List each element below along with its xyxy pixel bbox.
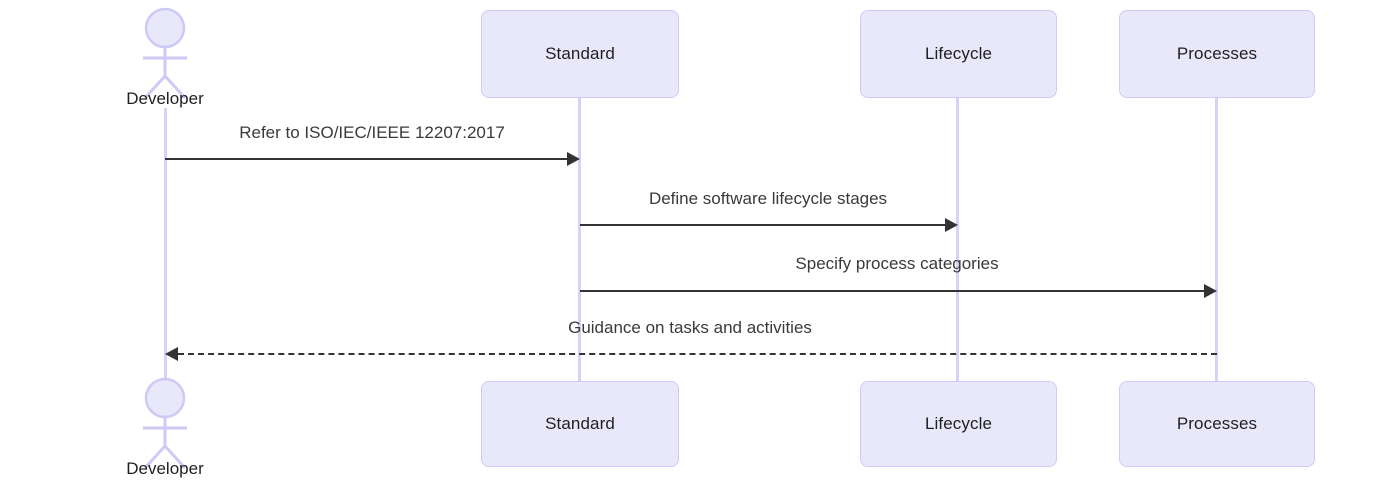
- message-arrowhead-3: [1204, 284, 1217, 298]
- participant-label-standard-top: Standard: [545, 44, 615, 63]
- lifeline-developer: [164, 108, 167, 381]
- message-line-3: [580, 290, 1204, 292]
- message-arrowhead-1: [567, 152, 580, 166]
- message-label-1: Refer to ISO/IEC/IEEE 12207:2017: [239, 123, 505, 142]
- message-arrowhead-4: [165, 347, 178, 361]
- actor-stick-figure-icon: [143, 377, 187, 470]
- participant-label-lifecycle-top: Lifecycle: [924, 44, 993, 63]
- message-label-4: Guidance on tasks and activities: [568, 318, 812, 337]
- lifeline-processes: [1215, 98, 1218, 381]
- message-line-1: [165, 158, 567, 160]
- participant-label-processes-bottom: Processes: [1176, 414, 1258, 433]
- actor-label-developer-top: Developer: [126, 89, 204, 108]
- message-line-4: [178, 353, 1217, 355]
- participant-box-lifecycle-bottom[interactable]: Lifecycle: [860, 381, 1057, 467]
- message-line-2: [580, 224, 945, 226]
- participant-label-processes-top: Processes: [1176, 44, 1258, 63]
- participant-label-lifecycle-bottom: Lifecycle: [924, 414, 993, 433]
- participant-box-lifecycle-top[interactable]: Lifecycle: [860, 10, 1057, 98]
- lifeline-standard: [578, 98, 581, 381]
- participant-box-standard-bottom[interactable]: Standard: [481, 381, 679, 467]
- message-label-2: Define software lifecycle stages: [648, 189, 888, 208]
- participant-box-processes-bottom[interactable]: Processes: [1119, 381, 1315, 467]
- participant-label-standard-bottom: Standard: [545, 414, 615, 433]
- message-arrowhead-2: [945, 218, 958, 232]
- lifeline-lifecycle: [956, 98, 959, 381]
- actor-stick-figure-icon: [143, 7, 187, 100]
- message-label-3: Specify process categories: [795, 254, 999, 273]
- participant-box-processes-top[interactable]: Processes: [1119, 10, 1315, 98]
- participant-box-standard-top[interactable]: Standard: [481, 10, 679, 98]
- actor-label-developer-bottom: Developer: [126, 459, 204, 478]
